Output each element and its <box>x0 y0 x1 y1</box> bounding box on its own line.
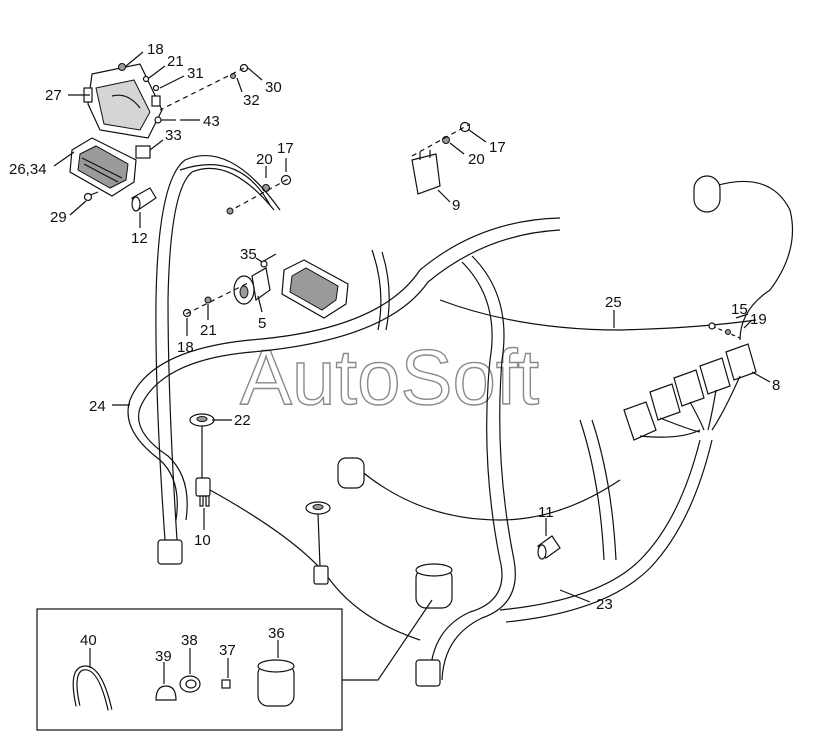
lamp-right <box>281 259 349 319</box>
callout-5: 5 <box>258 315 266 332</box>
callout-29: 29 <box>50 209 67 226</box>
callout-30: 30 <box>265 79 282 96</box>
callout-15: 15 <box>731 301 748 318</box>
kit-inset <box>36 599 433 731</box>
harness-25 <box>439 175 794 341</box>
callout-20-right: 20 <box>468 151 485 168</box>
callout-8: 8 <box>772 377 780 394</box>
callout-33: 33 <box>165 127 182 144</box>
connector-mid <box>337 457 365 489</box>
screw-43 <box>154 116 176 124</box>
callout-11: 11 <box>538 504 554 521</box>
leader-lines <box>53 51 771 684</box>
callout-17-right: 17 <box>489 139 506 156</box>
lamp-bracket <box>135 145 151 159</box>
harness-23 <box>209 249 713 687</box>
callout-31: 31 <box>187 65 204 82</box>
callout-26-34: 26,34 <box>9 161 47 178</box>
switch-10 <box>189 413 215 507</box>
callouts: 18 21 31 30 32 27 43 33 26,34 29 12 20 1… <box>9 41 780 665</box>
callout-37: 37 <box>219 642 236 659</box>
callout-12: 12 <box>131 230 148 247</box>
connector-36-installed <box>415 563 453 609</box>
nut-18-top <box>118 63 126 71</box>
callout-21-top: 21 <box>167 53 184 70</box>
callout-38: 38 <box>181 632 198 649</box>
washer-21-top <box>142 75 150 83</box>
callout-25: 25 <box>605 294 622 311</box>
horn-5 <box>233 253 277 305</box>
callout-23: 23 <box>596 596 613 613</box>
callout-20-left: 20 <box>256 151 273 168</box>
callout-40: 40 <box>80 632 97 649</box>
callout-35: 35 <box>240 246 257 263</box>
callout-19: 19 <box>750 311 767 328</box>
washer-31 <box>152 84 160 92</box>
callout-36: 36 <box>268 625 285 642</box>
callout-18-lower: 18 <box>177 339 194 356</box>
callout-18-top: 18 <box>147 41 164 58</box>
lamp-lens <box>69 137 137 197</box>
lamp-housing <box>83 63 163 139</box>
harness-24 <box>127 155 561 565</box>
relay-block-8 <box>623 322 757 441</box>
callout-21-lower: 21 <box>200 322 217 339</box>
callout-10: 10 <box>194 532 211 549</box>
callout-32: 32 <box>243 92 260 109</box>
washer-21-lower <box>204 296 212 304</box>
callout-39: 39 <box>155 648 172 665</box>
washer-32 <box>230 73 236 79</box>
callout-43: 43 <box>203 113 220 130</box>
grommet-11 <box>537 535 561 560</box>
switch-lower <box>305 501 331 585</box>
callout-27: 27 <box>45 87 62 104</box>
callout-9: 9 <box>452 197 460 214</box>
watermark-text: AutoSoft <box>240 333 540 421</box>
clip-mid <box>226 207 234 215</box>
callout-17-left: 17 <box>277 140 294 157</box>
grommet-12 <box>131 187 157 212</box>
callout-24: 24 <box>89 398 106 415</box>
screw-29 <box>83 191 99 202</box>
callout-22: 22 <box>234 412 251 429</box>
relay-9 <box>411 121 471 195</box>
